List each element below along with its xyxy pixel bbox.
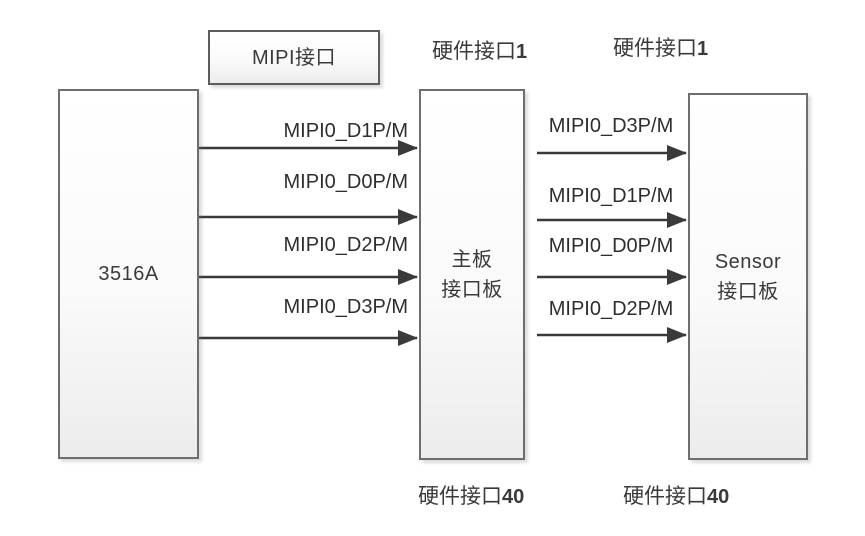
sensor-bottom-annotation: 硬件接口40 bbox=[623, 485, 729, 509]
sensor-label-line2: 接口板 bbox=[717, 280, 779, 303]
left-signal-label-4: MIPI0_D3P/M bbox=[283, 296, 408, 318]
mainboard-bottom-annotation: 硬件接口40 bbox=[418, 485, 524, 509]
sensor-box: Sensor 接口板 bbox=[688, 93, 808, 460]
mainboard-bottom-annotation-number: 40 bbox=[502, 486, 525, 508]
sensor-top-annotation-text: 硬件接口 bbox=[613, 37, 697, 60]
sensor-bottom-annotation-text: 硬件接口 bbox=[623, 485, 707, 508]
left-signal-label-2: MIPI0_D0P/M bbox=[283, 171, 408, 193]
mainboard-top-annotation-number: 1 bbox=[516, 41, 528, 63]
sensor-top-annotation-number: 1 bbox=[697, 38, 709, 60]
chip-box: 3516A bbox=[58, 89, 199, 459]
right-signal-label-1: MIPI0_D3P/M bbox=[548, 115, 674, 137]
mainboard-label-line1: 主板 bbox=[451, 248, 493, 271]
mainboard-label-line2: 接口板 bbox=[441, 278, 503, 301]
mainboard-box: 主板 接口板 bbox=[419, 89, 525, 460]
sensor-label-line1: Sensor bbox=[714, 250, 782, 273]
mainboard-bottom-annotation-text: 硬件接口 bbox=[418, 485, 502, 508]
right-signal-label-3: MIPI0_D0P/M bbox=[548, 235, 674, 257]
left-signal-label-3: MIPI0_D2P/M bbox=[283, 234, 408, 256]
chip-label: 3516A bbox=[98, 263, 159, 285]
mainboard-top-annotation-text: 硬件接口 bbox=[432, 40, 516, 63]
sensor-top-annotation: 硬件接口1 bbox=[613, 37, 708, 61]
mainboard-top-annotation: 硬件接口1 bbox=[432, 40, 527, 64]
right-signal-label-2: MIPI0_D1P/M bbox=[548, 185, 674, 207]
left-signal-label-1: MIPI0_D1P/M bbox=[283, 120, 408, 142]
mipi-port-box: MIPI接口 bbox=[208, 30, 380, 85]
right-signal-label-4: MIPI0_D2P/M bbox=[548, 298, 674, 320]
mipi-port-label: MIPI接口 bbox=[251, 46, 337, 69]
sensor-bottom-annotation-number: 40 bbox=[707, 486, 730, 508]
